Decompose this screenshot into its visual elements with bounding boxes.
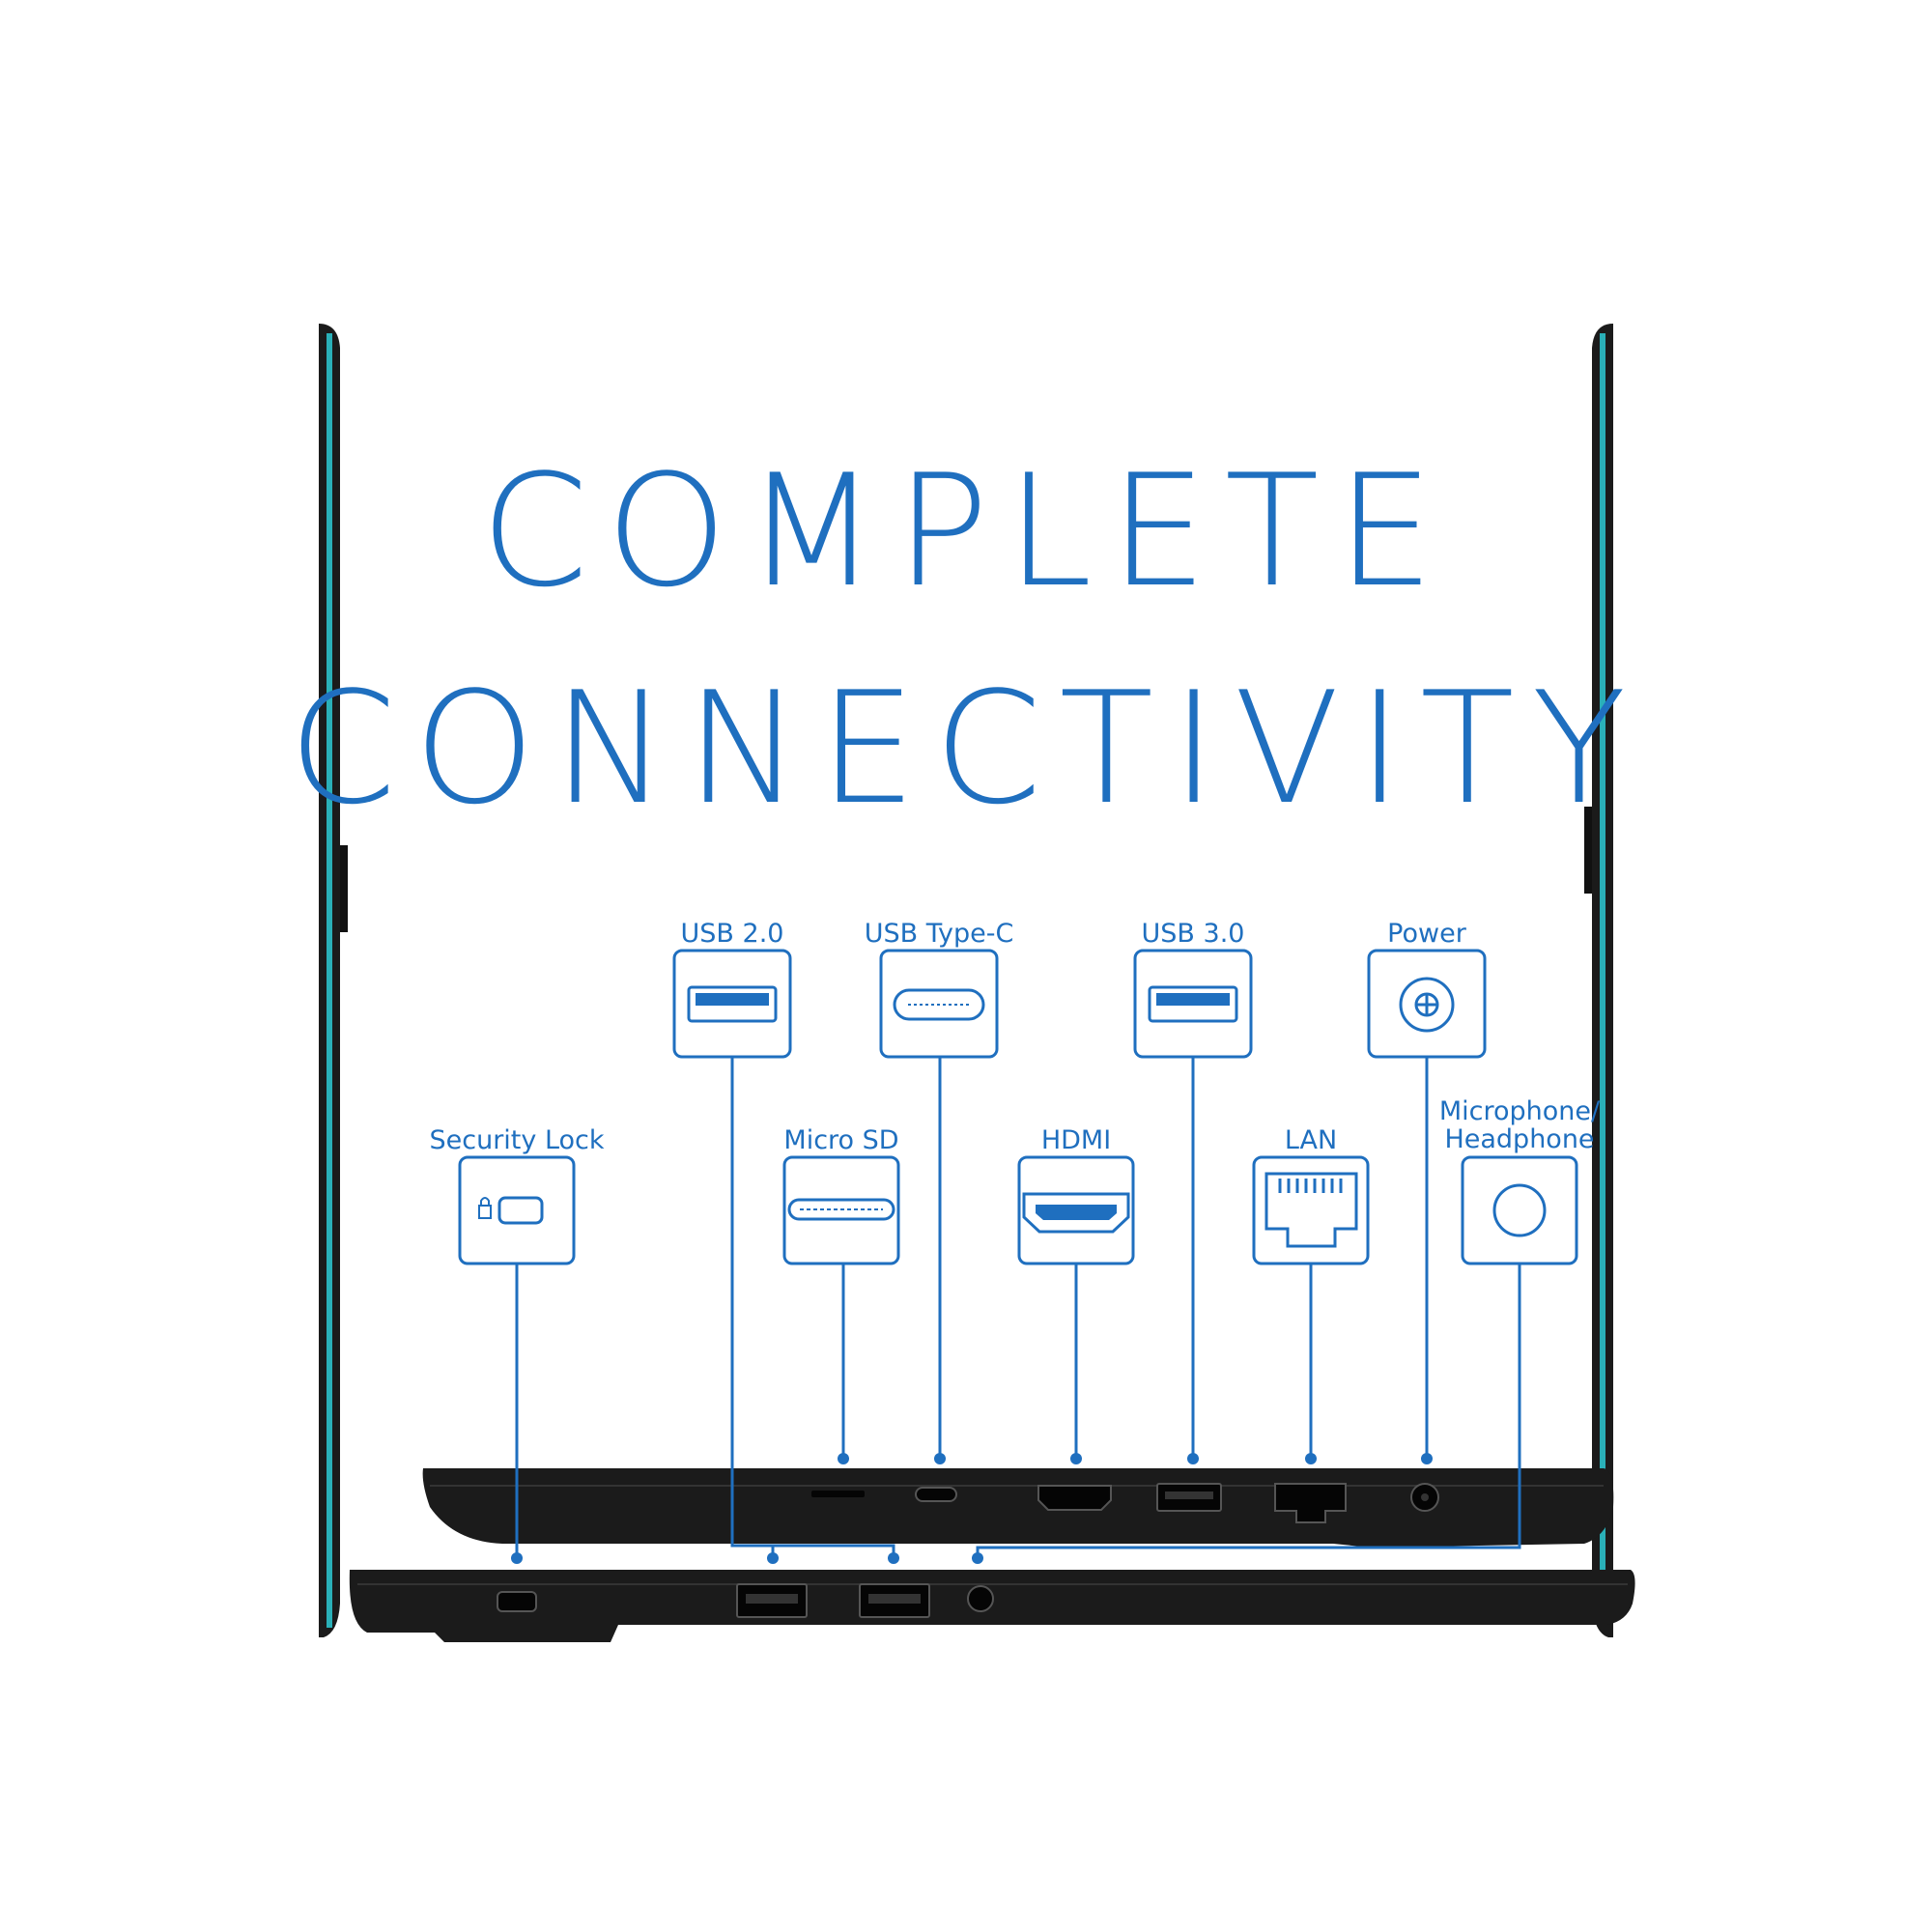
microsd-slot-icon [787,1198,895,1221]
leader-dots [511,1453,1433,1564]
hdmi-icon [1022,1192,1130,1234]
laptop-base-right-side [422,1468,1614,1548]
ethernet-icon [1264,1172,1358,1248]
security-lock-label: Security Lock [429,1125,605,1155]
audio-jack-icon [1492,1183,1547,1237]
power-jack-icon [1399,977,1455,1033]
usb2-label: USB 2.0 [680,919,784,949]
power-label: Power [1387,919,1466,949]
usb-c-icon [893,988,985,1021]
usbc-label: USB Type-C [864,919,1014,949]
microsd-label: Micro SD [783,1125,899,1155]
headline-line-1: COMPLETE [480,440,1452,621]
headline-line-2: CONNECTIVITY [288,658,1644,838]
audio-label-line-2: Headphone [1444,1124,1595,1154]
audio-label-line-1: Microphone/ [1438,1096,1601,1126]
lock-icon [478,1196,544,1225]
usb-a-icon [1148,985,1238,1023]
usb-a-icon [687,985,778,1023]
lock-icon-box [458,1155,576,1265]
microsd-icon-box [782,1155,900,1265]
left-screen-edge [319,324,348,1637]
right-screen-edge [1584,324,1613,1637]
audio-icon-box [1461,1155,1578,1265]
laptop-base-left-side [349,1570,1635,1642]
usb3-label: USB 3.0 [1141,919,1245,949]
lan-label: LAN [1284,1125,1338,1155]
hdmi-label: HDMI [1040,1125,1112,1155]
